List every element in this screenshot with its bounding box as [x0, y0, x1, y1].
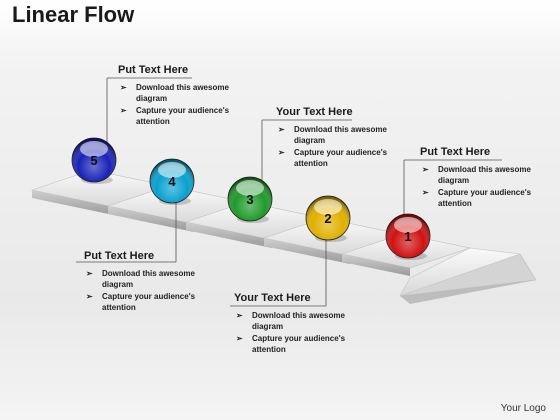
step-number: 3	[246, 192, 253, 207]
callout-bullet: Capture your audience's attention	[234, 333, 354, 355]
callout-step-1: Put Text Here Download this awesome diag…	[420, 146, 540, 210]
callout-bullet: Capture your audience's attention	[276, 147, 396, 169]
callout-bullet: Capture your audience's attention	[118, 105, 238, 127]
step-ball-4: 4	[149, 158, 195, 205]
callout-bullet: Capture your audience's attention	[84, 291, 204, 313]
step-ball-1: 1	[385, 213, 431, 260]
callout-step-2: Your Text Here Download this awesome dia…	[234, 292, 354, 356]
callout-bullet: Download this awesome diagram	[118, 82, 238, 104]
connector-lines	[76, 77, 502, 307]
page-title: Linear Flow	[12, 2, 135, 27]
step-ball-5: 5	[71, 137, 117, 184]
callout-bullet: Capture your audience's attention	[420, 187, 540, 209]
callout-heading: Put Text Here	[118, 64, 189, 76]
callout-step-5: Put Text Here Download this awesome diag…	[118, 64, 238, 128]
step-number: 5	[90, 153, 97, 168]
callout-heading: Put Text Here	[84, 250, 155, 262]
callout-heading: Your Text Here	[234, 292, 311, 304]
callout-heading: Put Text Here	[420, 146, 491, 158]
callout-heading: Your Text Here	[276, 106, 353, 118]
callout-step-3: Your Text Here Download this awesome dia…	[276, 106, 396, 170]
callout-bullet: Download this awesome diagram	[84, 268, 204, 290]
step-ball-3: 3	[227, 176, 273, 223]
step-number: 2	[324, 211, 331, 226]
step-number: 1	[404, 229, 411, 244]
callout-bullet: Download this awesome diagram	[276, 124, 396, 146]
callout-bullet: Download this awesome diagram	[234, 310, 354, 332]
step-number: 4	[168, 174, 176, 189]
callout-step-4: Put Text Here Download this awesome diag…	[84, 250, 204, 314]
logo-text: Your Logo	[500, 403, 546, 414]
flow-arrowhead	[399, 247, 537, 304]
step-ball-2: 2	[305, 195, 351, 242]
callout-bullet: Download this awesome diagram	[420, 164, 540, 186]
